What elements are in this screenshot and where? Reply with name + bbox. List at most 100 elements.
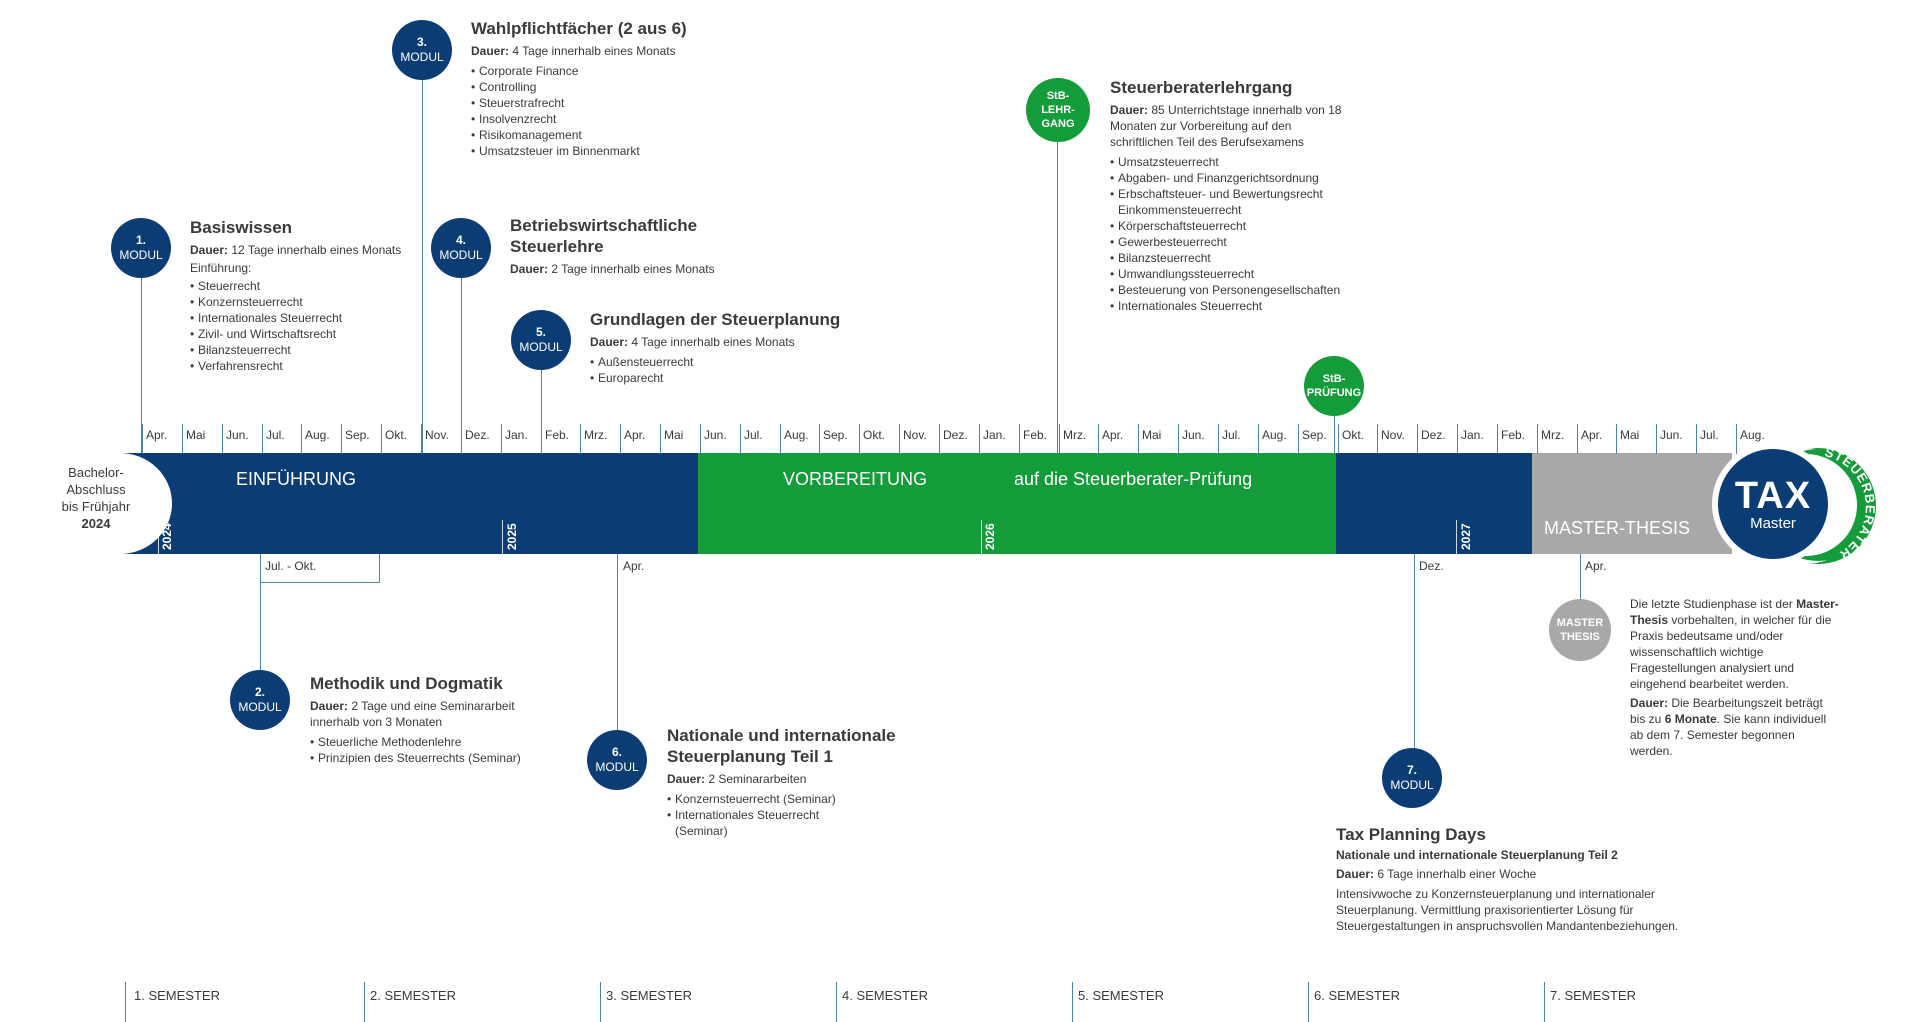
month-tick: [1577, 424, 1578, 454]
month-tick: [1218, 424, 1219, 454]
master-thesis-info: Die letzte Studienphase ist der Master-T…: [1630, 596, 1840, 762]
stb-pruefung-line-2: PRÜFUNG: [1306, 387, 1362, 399]
stb-lehrgang-line-3: GANG: [1041, 118, 1075, 130]
module-5-word: MODUL: [519, 340, 563, 354]
stb-lehrgang-line-2: LEHR-: [1041, 104, 1075, 116]
duration-text: 4 Tage innerhalb eines Monats: [628, 335, 795, 349]
module-3-badge: 3. MODUL: [392, 20, 452, 80]
list-item: Umsatzsteuer im Binnenmarkt: [471, 143, 731, 159]
month-label: Sep.: [345, 428, 370, 442]
month-tick: [1377, 424, 1378, 454]
list-item: Gewerbesteuerrecht: [1110, 234, 1350, 250]
duration-label: Dauer:: [510, 262, 549, 276]
month-tick: [1497, 424, 1498, 454]
month-tick: [1138, 424, 1139, 454]
module-4-title-line-1: Betriebswirtschaftliche: [510, 216, 698, 235]
connector-m2-left: [260, 554, 261, 670]
month-label: Mrz.: [584, 428, 608, 442]
list-item: Umsatzsteuerrecht: [1110, 154, 1350, 170]
module-2-list: Steuerliche Methodenlehre Prinzipien des…: [310, 734, 550, 766]
list-item: Steuerrecht: [190, 278, 430, 294]
list-item: Verfahrensrecht: [190, 358, 430, 374]
month-tick: [899, 424, 900, 454]
module-4-number: 4.: [455, 233, 466, 247]
semester-3: 3. SEMESTER: [606, 988, 692, 1003]
list-item: Risikomanagement: [471, 127, 731, 143]
module-3-word: MODUL: [400, 50, 444, 64]
list-item: Umwandlungssteuerrecht: [1110, 266, 1350, 282]
duration-text: 2 Tage und eine Seminararbeit innerhalb …: [310, 699, 515, 729]
month-tick: [1178, 424, 1179, 454]
duration-text: 4 Tage innerhalb eines Monats: [509, 44, 676, 58]
month-tick: [819, 424, 820, 454]
module-2-title: Methodik und Dogmatik: [310, 674, 503, 693]
stb-pruefung-badge: StB- PRÜFUNG: [1304, 356, 1364, 416]
module-7-subtitle: Nationale und internationale Steuerplanu…: [1336, 848, 1618, 862]
month-tick: [341, 424, 342, 454]
month-label: Nov.: [903, 428, 927, 442]
duration-label: Dauer:: [667, 772, 706, 786]
year-label-2024: 2024: [160, 523, 174, 550]
module-1-list: Steuerrecht Konzernsteuerrecht Internati…: [190, 278, 430, 374]
module-1-word: MODUL: [119, 248, 163, 262]
connector-m1: [141, 276, 142, 453]
month-label: Apr.: [624, 428, 646, 442]
module-6-list: Konzernsteuerrecht (Seminar) Internation…: [667, 791, 842, 839]
thesis-text: . Sie kann individuell ab dem 7. Semeste…: [1630, 712, 1827, 758]
module-7-number: 7.: [1406, 763, 1417, 777]
semester-4: 4. SEMESTER: [842, 988, 928, 1003]
month-tick: [1736, 424, 1737, 454]
month-tick: [1656, 424, 1657, 454]
year-label-2026: 2026: [983, 523, 997, 550]
month-label: Mai: [664, 428, 684, 442]
module-2-badge: 2. MODUL: [230, 670, 290, 730]
duration-label: Dauer:: [190, 243, 229, 257]
year-label-2025: 2025: [505, 523, 519, 550]
module-3-info: Wahlpflichtfächer (2 aus 6) Dauer: 4 Tag…: [471, 18, 731, 159]
thesis-text-bold: 6 Monate: [1664, 712, 1717, 726]
month-label: Aug.: [784, 428, 809, 442]
month-label: Dez.: [1421, 428, 1446, 442]
connector-m2-bracket: [260, 582, 380, 583]
month-tick: [780, 424, 781, 454]
duration-text: 85 Unterrichtstage innerhalb von 18 Mona…: [1110, 103, 1342, 149]
module-7-title: Tax Planning Days: [1336, 825, 1486, 844]
label-apr-thesis: Apr.: [1585, 559, 1607, 573]
module-7-word: MODUL: [1390, 778, 1434, 792]
year-separator: [502, 520, 503, 554]
month-tick: [1298, 424, 1299, 454]
thesis-text-bold: Master-Thesis: [1630, 597, 1839, 627]
bachelor-line-3: bis Frühjahr: [61, 499, 131, 514]
module-1-badge: 1. MODUL: [111, 218, 171, 278]
list-item: Corporate Finance: [471, 63, 731, 79]
month-tick: [1258, 424, 1259, 454]
month-label: Jan.: [505, 428, 528, 442]
month-tick: [1417, 424, 1418, 454]
stb-lehrgang-title: Steuerberaterlehrgang: [1110, 78, 1293, 97]
month-label: Feb.: [1023, 428, 1048, 442]
month-tick: [660, 424, 661, 454]
month-label: Dez.: [465, 428, 490, 442]
module-5-title: Grundlagen der Steuerplanung: [590, 310, 841, 329]
list-item: Erbschaftsteuer- und Bewertungsrecht Ein…: [1110, 186, 1350, 218]
tax-master-logo: STEUERBERATER TAX Master: [1706, 440, 1906, 570]
month-tick: [1098, 424, 1099, 454]
month-tick: [262, 424, 263, 454]
month-tick: [222, 424, 223, 454]
list-item: Steuerliche Methodenlehre: [310, 734, 550, 750]
module-6-duration: Dauer: 2 Seminararbeiten: [667, 771, 927, 787]
module-1-number: 1.: [135, 233, 146, 247]
module-4-title-line-2: Steuerlehre: [510, 237, 604, 256]
module-5-list: Außensteuerrecht Europarecht: [590, 354, 870, 386]
month-label: Jul.: [1222, 428, 1241, 442]
duration-text: 12 Tage innerhalb eines Monats: [228, 243, 402, 257]
month-tick: [740, 424, 741, 454]
module-7-description: Intensivwoche zu Konzernsteuerplanung un…: [1336, 887, 1679, 933]
month-tick: [142, 424, 143, 454]
month-tick: [301, 424, 302, 454]
list-item: Internationales Steuerrecht: [190, 310, 430, 326]
logo-master: Master: [1750, 515, 1796, 532]
